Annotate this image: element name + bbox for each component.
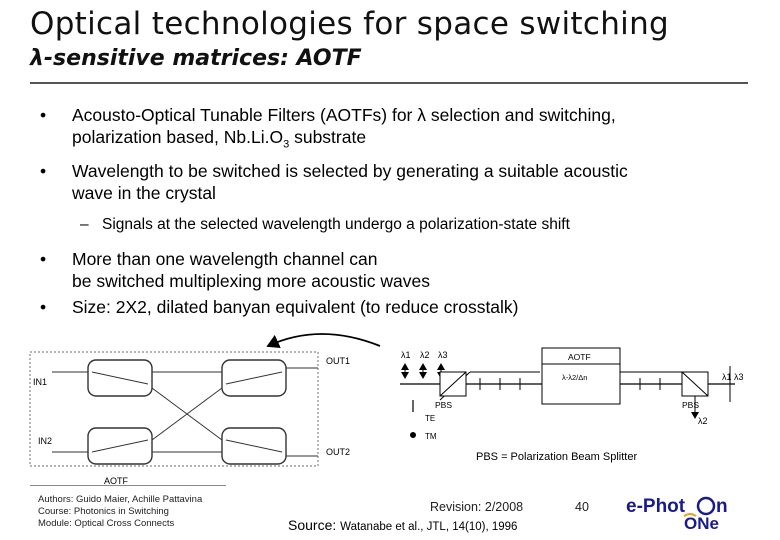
aotf-diagram: IN1 IN2 OUT1 OUT2 AOTF λ1 λ2 λ3 PBS AOTF…: [29, 333, 744, 486]
bullet-text-cont: be switched multiplexing more acoustic w…: [72, 270, 430, 291]
bullet-item: • Acousto-Optical Tunable Filters (AOTFs…: [30, 104, 750, 156]
source-label: Source:: [288, 517, 337, 533]
tm-label: TM: [425, 432, 437, 441]
bullet-text: Acousto-Optical Tunable Filters (AOTFs) …: [72, 105, 616, 125]
label-out2: OUT2: [326, 447, 350, 457]
logo-o-icon: [696, 496, 716, 516]
pbs-caption: PBS = Polarization Beam Splitter: [476, 451, 638, 463]
bullet-text-cont: wave in the crystal: [72, 182, 216, 203]
right-aotf-diagram: λ1 λ2 λ3 PBS AOTF λ-λ2/Δn PBS λ2 λ1 λ3 T…: [400, 347, 744, 441]
bullet-dot: •: [40, 105, 47, 125]
footer-course: Course: Photonics in Switching: [38, 506, 169, 517]
left-switch-diagram: IN1 IN2 OUT1 OUT2 AOTF: [29, 351, 350, 486]
te-label: TE: [425, 414, 435, 423]
logo-swoosh-icon: [683, 513, 697, 517]
ephoton-one-logo: e-Phot n ONe: [626, 496, 728, 532]
bullet-list: • Acousto-Optical Tunable Filters (AOTFs…: [30, 104, 750, 322]
source-ref: Watanabe et al., JTL, 14(10), 1996: [340, 521, 518, 533]
bullet-dot: •: [40, 296, 47, 317]
label-in1: IN1: [33, 377, 47, 387]
label-aotf-left: AOTF: [104, 476, 129, 486]
footer-authors: Authors: Guido Maier, Achille Pattavina: [38, 494, 203, 505]
aotf-box-label: AOTF: [568, 352, 591, 362]
bullet-item: • Size: 2X2, dilated banyan equivalent (…: [30, 296, 750, 318]
footer-module: Module: Optical Cross Connects: [38, 518, 175, 529]
bullet-text: Wavelength to be switched is selected by…: [72, 160, 628, 181]
sub-bullet-dash: –: [80, 215, 89, 233]
bullet-text: More than one wavelength channel can: [72, 248, 378, 269]
source-citation: Source: Watanabe et al., JTL, 14(10), 19…: [288, 517, 517, 533]
label-out1: OUT1: [326, 356, 350, 366]
slide-title: Optical technologies for space switching: [30, 6, 670, 42]
bullet-text-cont: polarization based, Nb.Li.O: [72, 127, 284, 147]
sub-bullet-text: Signals at the selected wavelength under…: [102, 215, 570, 233]
label-in2: IN2: [38, 436, 52, 446]
sub-bullet-item: – Signals at the selected wavelength und…: [30, 214, 750, 236]
revision: Revision: 2/2008: [430, 500, 524, 514]
pbs-left: PBS: [435, 400, 452, 410]
lambda-3: λ3: [438, 350, 448, 360]
footer-divider: [30, 485, 226, 486]
pbs-right: PBS: [682, 400, 699, 410]
logo-text-1: e-Phot: [626, 496, 686, 517]
bullet-text: Size: 2X2, dilated banyan equivalent (to…: [72, 296, 519, 317]
bullet-text-cont2: substrate: [289, 127, 367, 147]
footer-credits: Authors: Guido Maier, Achille Pattavina …: [38, 494, 202, 530]
slide-subtitle: λ-sensitive matrices: AOTF: [30, 46, 362, 71]
logo-text-2: ONe: [684, 514, 719, 532]
title-divider: [30, 82, 748, 84]
bullet-item: • Wavelength to be switched is selected …: [30, 160, 750, 204]
subscript: 3: [283, 138, 290, 151]
lambda-1: λ1: [401, 350, 411, 360]
lambda-2: λ2: [420, 350, 430, 360]
bullet-dot: •: [40, 160, 47, 181]
page-number: 40: [575, 500, 589, 514]
lambda-dropped: λ2: [698, 416, 708, 426]
aotf-box-sublabel: λ-λ2/Δn: [562, 373, 587, 382]
logo-text-n: n: [716, 496, 728, 517]
bullet-item: • More than one wavelength channel can b…: [30, 248, 750, 292]
curved-arrow: [266, 333, 381, 349]
lambda-out: λ1 λ3: [722, 372, 744, 382]
bullet-dot: •: [40, 248, 47, 269]
